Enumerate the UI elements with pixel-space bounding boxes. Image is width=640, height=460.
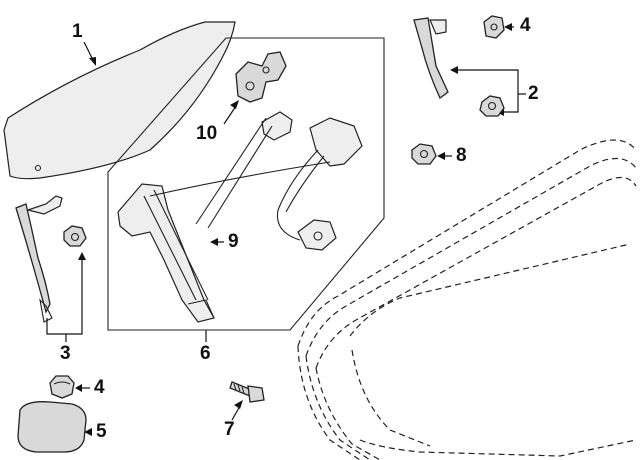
callout-9: 9 (228, 231, 239, 252)
glass-run-channel-front-icon (15, 195, 63, 323)
callout-6: 6 (200, 343, 211, 364)
callout-4-lower: 4 (94, 377, 105, 398)
window-motor-icon (235, 51, 287, 103)
callout-8: 8 (456, 145, 467, 166)
regulator-frame-outline (107, 37, 385, 331)
callout-3: 3 (60, 343, 71, 364)
nut-icon (411, 143, 437, 165)
nut-icon (49, 375, 75, 399)
nut-icon (479, 95, 505, 117)
callout-7: 7 (224, 419, 235, 440)
bumper-pad-icon (17, 401, 87, 453)
callout-4-upper: 4 (520, 15, 531, 36)
door-shell-outline (297, 139, 637, 460)
door-glass-icon (3, 21, 236, 180)
callout-10: 10 (196, 123, 218, 144)
bolt-icon (229, 381, 265, 403)
window-regulator-icon (117, 111, 363, 323)
nut-icon (63, 225, 87, 247)
callout-5: 5 (96, 421, 107, 442)
callout-1: 1 (72, 21, 83, 42)
nut-icon (483, 15, 505, 39)
callout-2: 2 (528, 83, 539, 104)
glass-run-channel-rear-icon (413, 17, 449, 100)
